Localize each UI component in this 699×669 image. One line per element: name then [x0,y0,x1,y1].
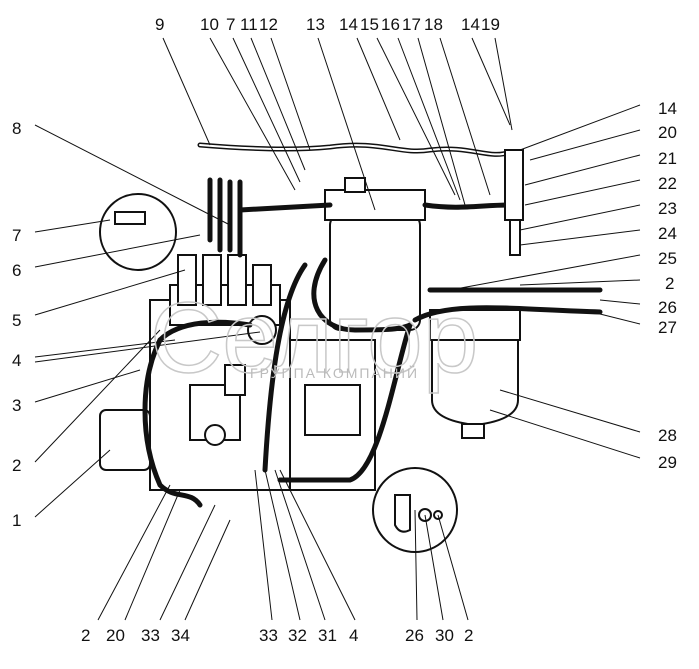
callout-label: 27 [658,318,677,337]
injection-pump [99,254,376,491]
callout-label: 20 [658,123,677,142]
callout-label: 16 [381,15,400,34]
callout-label: 18 [424,15,443,34]
injector [504,149,524,256]
callout-labels-left: 8 7 6 5 4 3 2 1 [12,119,21,530]
callout-label: 25 [658,249,677,268]
callout-label: 34 [171,626,190,645]
callout-label: 26 [658,298,677,317]
detail-circle-clip [99,193,177,271]
delivery-valves [177,254,272,306]
callout-label: 1 [12,511,21,530]
callout-label: 33 [259,626,278,645]
fuel-pipes [142,142,603,508]
coarse-fuel-filter [429,309,521,439]
callout-label: 7 [226,15,235,34]
callout-label: 2 [665,274,674,293]
svg-text:Селгор: Селгор [150,282,478,394]
callout-label: 4 [349,626,358,645]
svg-text:ГРУППА КОМПАНИЙ: ГРУППА КОМПАНИЙ [250,364,419,381]
callout-label: 32 [288,626,307,645]
callout-label: 7 [12,226,21,245]
callout-label: 30 [435,626,454,645]
callout-label: 21 [658,149,677,168]
callout-label: 20 [106,626,125,645]
callout-labels-bottom: 2 20 33 34 33 32 31 4 26 30 2 [81,626,473,645]
callout-label: 11 [240,15,258,34]
callout-label: 12 [259,15,278,34]
callout-label: 19 [481,15,500,34]
callout-label: 33 [141,626,160,645]
callout-label: 24 [658,224,677,243]
callout-label: 14 [339,15,358,34]
callout-label: 14 [461,15,480,34]
callout-label: 8 [12,119,21,138]
callout-label: 29 [658,453,677,472]
callout-label: 13 [306,15,325,34]
callout-label: 17 [402,15,421,34]
fine-fuel-filter [324,177,426,331]
callout-label: 31 [318,626,337,645]
callout-label: 2 [12,456,21,475]
callout-label: 4 [12,351,21,370]
callout-label: 2 [464,626,473,645]
callout-label: 9 [155,15,164,34]
governor-cover [99,409,151,471]
callout-label: 2 [81,626,90,645]
callout-label: 26 [405,626,424,645]
callout-labels-right: 14 20 21 22 23 24 25 2 26 27 28 29 [658,99,677,472]
leader-lines [34,37,641,621]
callout-label: 15 [360,15,379,34]
callout-label: 23 [658,199,677,218]
callout-label: 14 [658,99,677,118]
callout-label: 10 [200,15,219,34]
callout-label: 6 [12,261,21,280]
callout-label: 28 [658,426,677,445]
callout-labels-top: 9 10 7 11 12 13 14 15 16 17 18 14 19 [155,15,500,34]
callout-label: 22 [658,174,677,193]
callout-label: 5 [12,311,21,330]
watermark: Селгор ГРУППА КОМПАНИЙ [149,281,479,395]
callout-label: 3 [12,396,21,415]
